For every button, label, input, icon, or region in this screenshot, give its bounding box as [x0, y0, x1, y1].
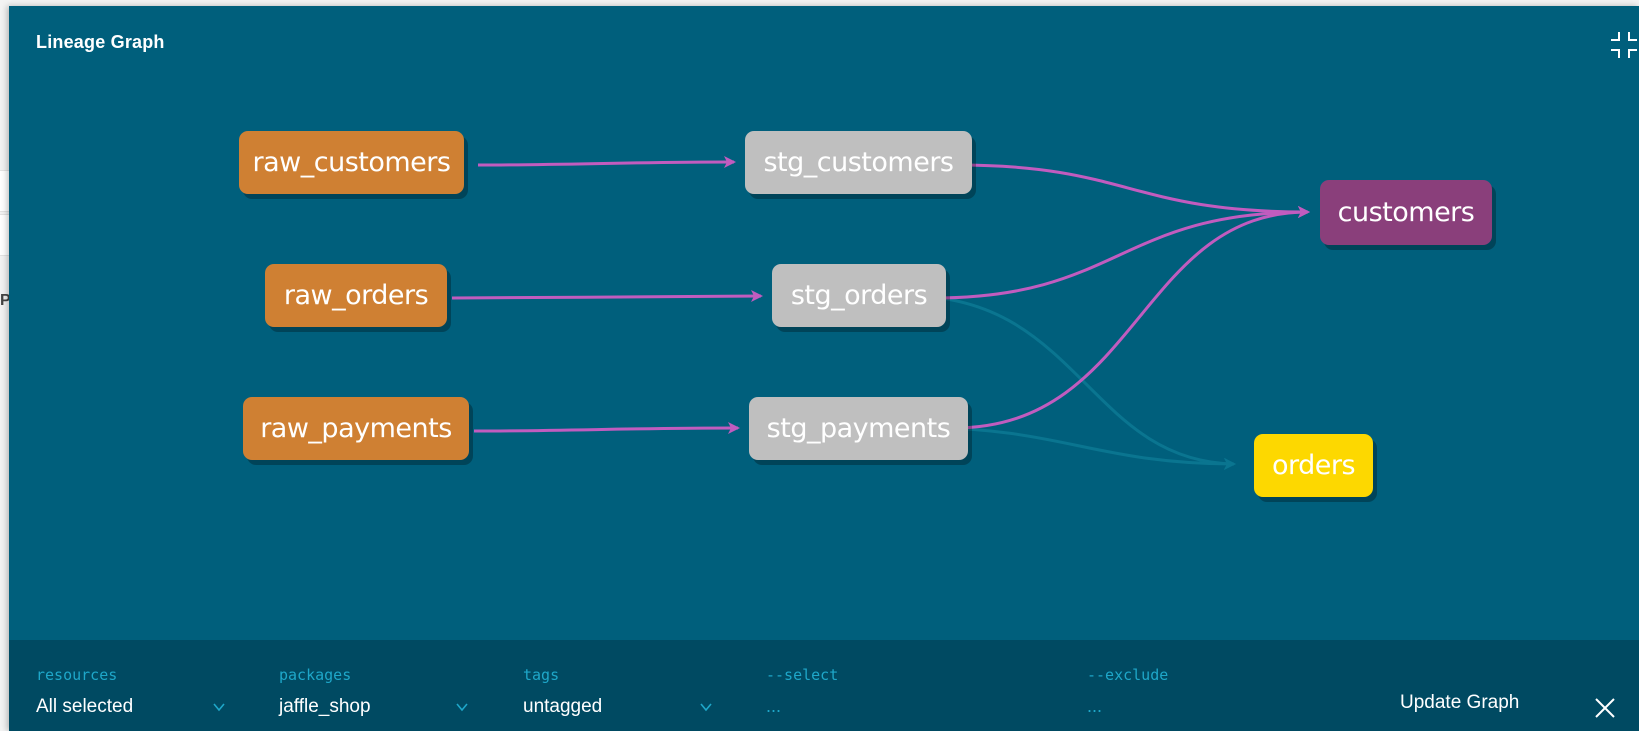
chevron-down-icon[interactable] [212, 700, 226, 714]
exclude-label: --exclude [1087, 666, 1169, 684]
node-raw-customers[interactable]: raw_customers [239, 131, 464, 194]
edge-raw-orders-to-stg-orders [451, 290, 763, 303]
resources-label: resources [36, 666, 118, 684]
resources-value[interactable]: All selected [36, 696, 134, 717]
node-stg-customers[interactable]: stg_customers [745, 131, 972, 194]
exclude-filter[interactable]: --exclude ... [1087, 640, 1347, 731]
edge-stg-orders-to-customers [933, 206, 1310, 300]
packages-value[interactable]: jaffle_shop [279, 696, 371, 717]
exclude-input[interactable]: ... [1087, 696, 1103, 716]
packages-label: packages [279, 666, 352, 684]
panel-title: Lineage Graph [36, 32, 165, 52]
select-label: --select [766, 666, 839, 684]
lineage-graph-canvas[interactable]: raw_customers raw_orders raw_payments st… [9, 6, 1639, 646]
tags-filter[interactable]: tags untagged [523, 640, 712, 731]
select-filter[interactable]: --select ... [766, 640, 1026, 731]
edge-stg-payments-to-orders [928, 426, 1236, 470]
node-customers[interactable]: customers [1320, 180, 1492, 245]
node-stg-payments[interactable]: stg_payments [749, 397, 968, 460]
node-raw-payments[interactable]: raw_payments [243, 397, 469, 460]
node-stg-orders[interactable]: stg_orders [772, 264, 946, 327]
node-raw-orders[interactable]: raw_orders [265, 264, 447, 327]
collapse-icon[interactable] [1609, 30, 1639, 60]
edge-raw-payments-to-stg-payments [473, 422, 740, 435]
graph-filter-toolbar: resources All selected packages jaffle_s… [9, 640, 1639, 731]
packages-filter[interactable]: packages jaffle_shop [279, 640, 468, 731]
edge-stg-customers-to-customers [956, 163, 1310, 218]
tags-value[interactable]: untagged [523, 696, 603, 717]
tags-label: tags [523, 666, 560, 684]
resources-filter[interactable]: resources All selected [36, 640, 225, 731]
chevron-down-icon[interactable] [455, 700, 469, 714]
lineage-graph-panel: Lineage Graph [9, 6, 1639, 731]
update-graph-button[interactable]: Update Graph [1400, 692, 1520, 713]
node-orders[interactable]: orders [1254, 434, 1373, 497]
edge-raw-customers-to-stg-customers [477, 156, 736, 169]
graph-edges [451, 156, 1310, 470]
edge-stg-payments-to-customers [953, 206, 1310, 430]
background-text-fragment: P [0, 292, 11, 309]
close-icon[interactable] [1593, 696, 1617, 720]
select-input[interactable]: ... [766, 696, 782, 716]
chevron-down-icon[interactable] [699, 700, 713, 714]
